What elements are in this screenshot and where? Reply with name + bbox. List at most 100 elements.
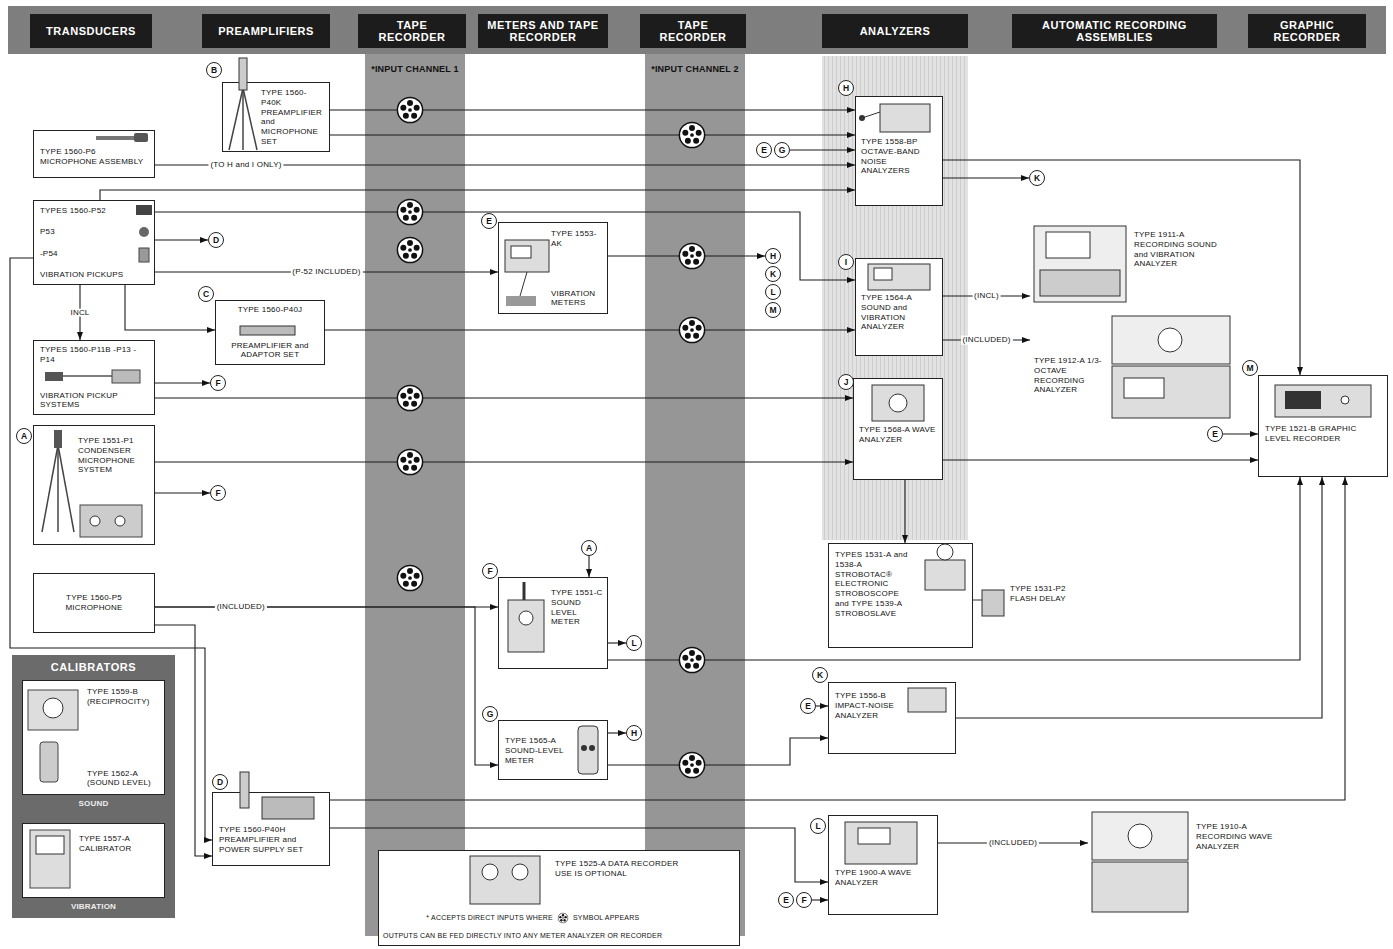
column-title: METERS AND TAPE RECORDER (482, 19, 604, 43)
callout-letter-text: E (761, 146, 767, 155)
device-label: TYPE 1568-A WAVE ANALYZER (859, 425, 937, 445)
adaptor-icon (240, 326, 295, 335)
tripod-microphone-icon (57, 445, 59, 532)
recording-analyzer-icon (1124, 378, 1164, 398)
callout-letter: A (16, 428, 32, 444)
level-recorder-icon (1341, 396, 1349, 404)
signal-connector (155, 397, 853, 398)
wave-analyzer-icon (845, 822, 917, 864)
callout-letter: H (765, 248, 781, 264)
signal-connector (125, 285, 215, 330)
tripod-microphone-icon (58, 445, 74, 532)
level-recorder-icon (1275, 385, 1371, 417)
callout-letter-text: F (487, 567, 492, 576)
callout-letter: K (765, 266, 781, 282)
callout-letter-text: K (770, 270, 776, 279)
device-label: and TYPE 1539-A STROBOSLAVE (835, 599, 918, 619)
callout-letter-text: E (805, 702, 811, 711)
signal-connector (608, 642, 626, 643)
column-title: TRANSDUCERS (46, 25, 136, 37)
tripod-microphone-icon (54, 430, 62, 448)
device-label: TYPE 1900-A WAVE ANALYZER (835, 868, 932, 888)
sound-analyzer-icon (868, 264, 930, 290)
tripod-microphone-icon (80, 505, 142, 537)
callout-letter-text: L (631, 639, 636, 648)
tape-reel-icon (679, 752, 704, 777)
column-header: TAPE RECORDER (358, 14, 466, 48)
device-label: TYPE 1559-B (RECIPROCITY) (87, 687, 159, 707)
tape-reel-icon (679, 317, 704, 342)
connector-label: (INCL) (972, 292, 1001, 301)
data-recorder-icon (470, 856, 540, 904)
panel-title: CALIBRATORS (18, 661, 169, 674)
column-title: GRAPHIC RECORDER (1252, 19, 1362, 43)
recording-analyzer-icon (1158, 328, 1182, 352)
callout-letter: F (482, 563, 498, 579)
callout-letter-text: E (783, 896, 789, 905)
wave-analyzer-icon (845, 822, 917, 864)
recording-analyzer-icon (1034, 226, 1126, 302)
level-recorder-icon (1275, 385, 1371, 417)
column-header: GRAPHIC RECORDER (1248, 14, 1366, 48)
tape-reel-icon (679, 122, 704, 147)
signal-connector (155, 239, 208, 240)
device-label: SYMBOL APPEARS (573, 913, 639, 923)
power-supply-icon (240, 772, 249, 808)
recording-analyzer-icon (1092, 862, 1188, 912)
callout-letter-text: L (815, 822, 820, 831)
callout-letter: M (1242, 360, 1258, 376)
microphone-icon (96, 136, 136, 140)
signal-connector (10, 258, 212, 840)
power-supply-icon (262, 797, 314, 819)
callout-letter-text: H (631, 729, 637, 738)
vibration-meter-icon (511, 246, 531, 258)
pickup-icon (136, 205, 152, 215)
callout-letter-text: K (817, 671, 823, 680)
connector-label: (TO H and I ONLY) (208, 161, 283, 170)
device-label: TYPE 1557-A CALIBRATOR (79, 834, 159, 854)
device-label: OUTPUTS CAN BE FED DIRECTLY INTO ANY MET… (383, 931, 735, 941)
callout-letter-text: C (203, 290, 209, 299)
tape-reel-icon (397, 565, 422, 590)
sound-calibrator-icon (40, 742, 58, 782)
microphone-icon (96, 133, 148, 142)
callout-letter: A (581, 540, 597, 556)
callout-letter-text: E (1212, 430, 1218, 439)
callout-letter: H (838, 80, 854, 96)
tripod-microphone-icon (42, 445, 58, 532)
column-header: TRANSDUCERS (30, 14, 152, 48)
signal-connector (155, 382, 210, 383)
pickup-system-icon (112, 370, 140, 383)
callout-letter: E (778, 892, 794, 908)
callout-letter: K (1029, 170, 1045, 186)
callout-letter-text: B (211, 66, 217, 75)
signal-connector (1223, 433, 1258, 434)
preamplifier-tripod-icon (229, 58, 257, 150)
signal-connector (812, 899, 828, 900)
tape-reel-icon (397, 97, 422, 122)
device-label: TYPE 1560-P6 MICROPHONE ASSEMBLY (40, 147, 149, 167)
signal-connector (943, 160, 1300, 375)
callout-letter: F (210, 485, 226, 501)
tape-reel-icon (397, 385, 422, 410)
callout-letter: L (810, 818, 826, 834)
free-label: VIBRATION (22, 902, 165, 912)
tape-reel-icon (558, 913, 568, 923)
recording-analyzer-icon (1128, 824, 1152, 848)
signal-connector (608, 732, 626, 733)
callout-letter-text: E (486, 217, 492, 226)
sound-level-meter-icon (578, 726, 598, 774)
wave-analyzer-icon (872, 385, 924, 421)
stroboscope-icon (925, 544, 1004, 616)
data-recorder-box: TYPE 1525-A DATA RECORDER USE IS OPTIONA… (378, 850, 740, 946)
tape-reel-icon (397, 237, 422, 262)
pickup-icon (139, 248, 149, 262)
device-label: TYPE 1560-P40J (221, 305, 319, 315)
callout-letter-text: H (770, 252, 776, 261)
impact-analyzer-icon (908, 688, 946, 712)
callout-letter-text: G (779, 146, 786, 155)
recording-analyzer-icon (1112, 316, 1230, 364)
pickup-system-icon (45, 370, 140, 383)
callout-letter: G (774, 142, 790, 158)
